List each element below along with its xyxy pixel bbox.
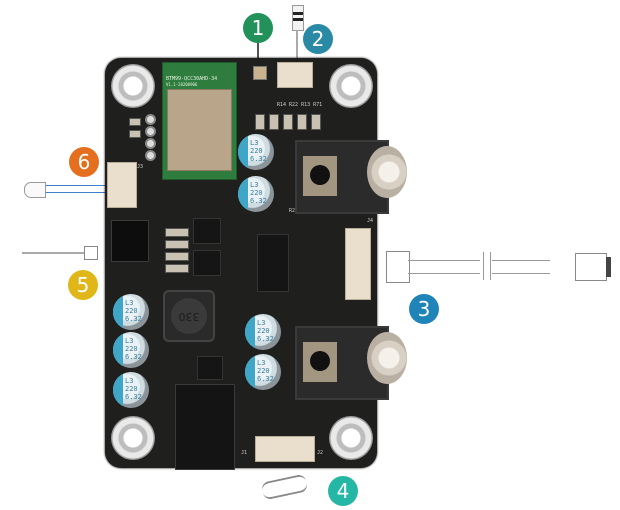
callout-badge-2: 2 bbox=[303, 24, 333, 54]
side-connector[interactable] bbox=[345, 228, 371, 300]
top-connector-j[interactable] bbox=[277, 62, 313, 88]
smd-resistor bbox=[165, 264, 189, 273]
smd-resistor bbox=[129, 118, 141, 126]
smd-resistor bbox=[165, 228, 189, 237]
connector-label-j4: J4 bbox=[367, 218, 374, 224]
power-inductor: 330 bbox=[163, 290, 215, 342]
led-icon bbox=[24, 182, 46, 198]
power-header[interactable] bbox=[111, 220, 149, 262]
header-pin bbox=[145, 114, 156, 125]
pcb-board: BTM99-QCC30AHD-34 V1.1-20200906 R14 R22 … bbox=[105, 58, 407, 470]
smd-resistor bbox=[311, 114, 321, 130]
ic-chip bbox=[193, 250, 221, 276]
capacitor-mark: L3 bbox=[125, 377, 134, 385]
smd-resistor bbox=[269, 114, 279, 130]
header-pin bbox=[145, 138, 156, 149]
capacitor-mark: 220 bbox=[125, 385, 138, 393]
capacitor-mark: 220 bbox=[250, 147, 263, 155]
mounting-hole-bottom-right bbox=[329, 416, 373, 460]
smd-resistor bbox=[297, 114, 307, 130]
callout-badge-3: 3 bbox=[409, 294, 439, 324]
cable-3-wires-right bbox=[492, 260, 550, 274]
mounting-hole-top-right bbox=[329, 64, 373, 108]
capacitor-mark: L3 bbox=[125, 299, 134, 307]
module-shield bbox=[167, 89, 232, 171]
capacitor-mark: 6.32 bbox=[125, 353, 142, 361]
connector-label-j2: J2 bbox=[317, 450, 324, 456]
header-pin bbox=[145, 126, 156, 137]
capacitor-mark: 220 bbox=[250, 189, 263, 197]
connector-label-j1: J1 bbox=[241, 450, 248, 456]
capacitor-mark: 220 bbox=[125, 307, 138, 315]
cable-2-wire bbox=[296, 30, 298, 66]
capacitor-mark: 6.32 bbox=[250, 155, 267, 163]
ic-chip bbox=[193, 218, 221, 244]
cable-5-wire bbox=[22, 252, 84, 254]
smd-resistor bbox=[129, 130, 141, 138]
amplifier-ic bbox=[257, 234, 289, 292]
header-pin bbox=[145, 150, 156, 161]
smd-resistor bbox=[165, 252, 189, 261]
capacitor-mark: 6.32 bbox=[250, 197, 267, 205]
bluetooth-module: BTM99-QCC30AHD-34 V1.1-20200906 bbox=[162, 62, 237, 180]
cable-4-icon bbox=[260, 473, 309, 501]
capacitor-mark: L3 bbox=[250, 139, 259, 147]
module-version: V1.1-20200906 bbox=[166, 82, 198, 87]
capacitor-mark: 220 bbox=[257, 327, 270, 335]
led-connector[interactable] bbox=[107, 162, 137, 208]
mounting-hole-top-left bbox=[111, 64, 155, 108]
capacitor-mark: 220 bbox=[125, 345, 138, 353]
led-wire-bottom bbox=[46, 192, 106, 193]
capacitor-mark: L3 bbox=[125, 337, 134, 345]
cable-3-wires-left bbox=[408, 260, 480, 274]
capacitor-mark: 6.32 bbox=[125, 393, 142, 401]
cable-2-plug-icon bbox=[292, 5, 304, 31]
capacitor-mark: 6.32 bbox=[257, 375, 274, 383]
resistor-labels: R14 R22 R13 R71 bbox=[277, 102, 323, 108]
capacitor-mark: L3 bbox=[257, 319, 266, 327]
callout-badge-1: 1 bbox=[243, 13, 273, 43]
callout-badge-4: 4 bbox=[328, 476, 358, 506]
module-label: BTM99-QCC30AHD-34 bbox=[166, 76, 218, 82]
callout-leader-line-1 bbox=[257, 43, 259, 65]
capacitor-mark: 220 bbox=[257, 367, 270, 375]
cable-3-plug-right-icon bbox=[575, 253, 611, 281]
callout-badge-6: 6 bbox=[69, 147, 99, 177]
rca-connector-bottom[interactable] bbox=[367, 332, 407, 384]
smd-resistor bbox=[165, 240, 189, 249]
ic-chip bbox=[197, 356, 223, 380]
connector-label-j3: J3 bbox=[137, 164, 144, 170]
capacitor-mark: L3 bbox=[250, 181, 259, 189]
cable-5-plug-icon bbox=[84, 246, 98, 260]
callout-badge-5: 5 bbox=[68, 270, 98, 300]
cable-3-plug-left-icon bbox=[386, 251, 410, 283]
smd-resistor bbox=[255, 114, 265, 130]
smd-resistor bbox=[283, 114, 293, 130]
capacitor-mark: 6.32 bbox=[125, 315, 142, 323]
dc-power-jack[interactable] bbox=[175, 384, 235, 470]
capacitor-mark: L3 bbox=[257, 359, 266, 367]
antenna-connector[interactable] bbox=[253, 66, 267, 80]
mounting-hole-bottom-left bbox=[111, 416, 155, 460]
cable-3-break-mark bbox=[483, 252, 491, 280]
bottom-connector[interactable] bbox=[255, 436, 315, 462]
led-wire-top bbox=[46, 185, 106, 186]
capacitor-mark: 6.32 bbox=[257, 335, 274, 343]
inductor-marking: 330 bbox=[171, 298, 207, 334]
rca-connector-top[interactable] bbox=[367, 146, 407, 198]
